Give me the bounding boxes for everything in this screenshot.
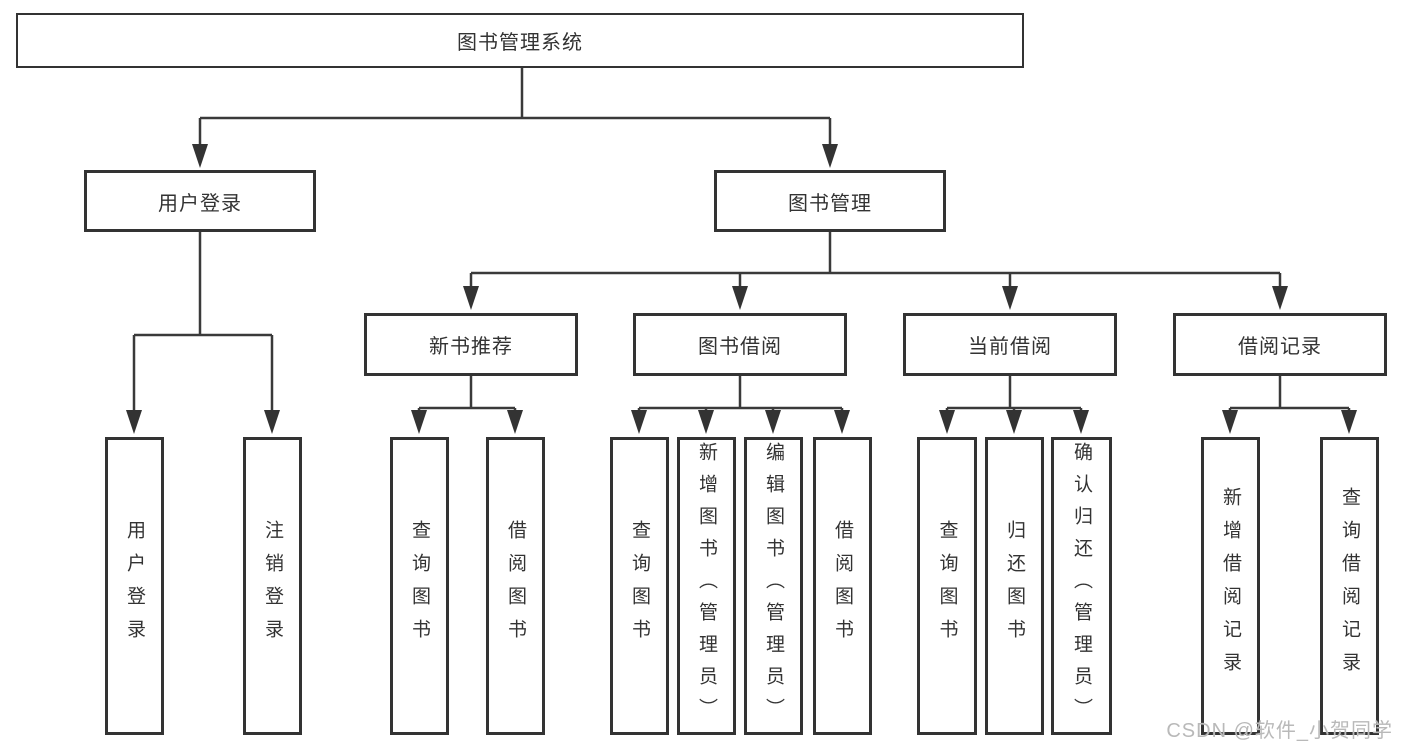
- leaf-return-book: 归还图书: [985, 437, 1044, 735]
- node-new-book-recommend: 新书推荐: [364, 313, 578, 376]
- node-borrow-records: 借阅记录: [1173, 313, 1387, 376]
- node-current-borrow: 当前借阅: [903, 313, 1117, 376]
- leaf-label: 借阅图书: [505, 520, 526, 652]
- node-book-borrow: 图书借阅: [633, 313, 847, 376]
- leaf-borrow-books-recommend: 借阅图书: [486, 437, 545, 735]
- node-library-system-root: 图书管理系统: [16, 13, 1024, 68]
- watermark-text: CSDN @软件_小贺同学: [1166, 720, 1393, 742]
- leaf-add-borrow-record: 新增借阅记录: [1201, 437, 1260, 735]
- node-label: 新书推荐: [429, 336, 513, 358]
- leaf-label: 注销登录: [262, 520, 283, 652]
- node-label: 借阅记录: [1238, 336, 1322, 358]
- leaf-borrow-books: 借阅图书: [813, 437, 872, 735]
- leaf-label: 归还图书: [1004, 520, 1025, 652]
- leaf-query-books-borrow: 查询图书: [610, 437, 669, 735]
- leaf-query-books-current: 查询图书: [917, 437, 977, 735]
- node-label: 图书管理: [788, 192, 872, 215]
- leaf-label: 新增图书（管理员）: [696, 442, 717, 730]
- leaf-add-book-admin: 新增图书（管理员）: [677, 437, 736, 735]
- connector-user-login-children: [126, 232, 280, 434]
- connector-book-borrow-children: [631, 376, 850, 434]
- leaf-logout: 注销登录: [243, 437, 302, 735]
- leaf-query-books-recommend: 查询图书: [390, 437, 449, 735]
- node-book-management: 图书管理: [714, 170, 946, 232]
- leaf-label: 查询借阅记录: [1339, 487, 1360, 685]
- leaf-query-borrow-record: 查询借阅记录: [1320, 437, 1379, 735]
- leaf-confirm-return-admin: 确认归还（管理员）: [1051, 437, 1112, 735]
- connector-current-borrow-children: [939, 376, 1089, 434]
- leaf-label: 编辑图书（管理员）: [763, 442, 784, 730]
- leaf-user-login: 用户登录: [105, 437, 164, 735]
- node-label: 图书管理系统: [457, 32, 583, 54]
- node-label: 当前借阅: [968, 336, 1052, 358]
- leaf-label: 新增借阅记录: [1220, 487, 1241, 685]
- leaf-label: 查询图书: [629, 520, 650, 652]
- leaf-label: 用户登录: [124, 520, 145, 652]
- leaf-label: 确认归还（管理员）: [1071, 442, 1092, 730]
- node-label: 图书借阅: [698, 336, 782, 358]
- leaf-label: 查询图书: [409, 520, 430, 652]
- node-user-login: 用户登录: [84, 170, 316, 232]
- leaf-label: 查询图书: [936, 520, 958, 652]
- leaf-edit-book-admin: 编辑图书（管理员）: [744, 437, 803, 735]
- leaf-label: 借阅图书: [832, 520, 853, 652]
- connector-borrow-records-children: [1222, 376, 1357, 434]
- connector-new-book-recommend-children: [411, 376, 523, 434]
- connector-root-to-level1: [192, 68, 838, 168]
- node-label: 用户登录: [158, 192, 242, 215]
- connector-book-management-children: [463, 232, 1288, 310]
